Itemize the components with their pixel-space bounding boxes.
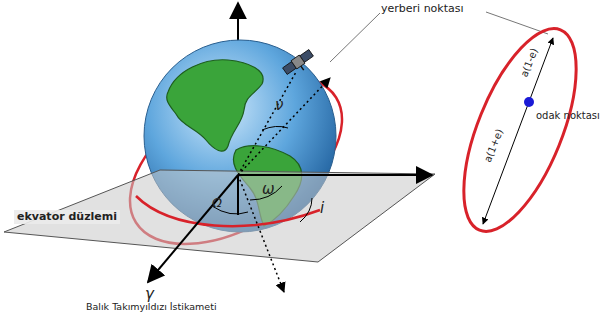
z-axis-lower: [237, 175, 239, 215]
perigee-label: yerberi noktası: [381, 3, 464, 15]
equator-plane: [4, 170, 435, 262]
distance-label: a(1-e): [518, 46, 539, 78]
direction-label: Balık Takımyıldızı İstikameti: [86, 302, 217, 312]
gamma-symbol: γ: [145, 286, 154, 303]
north-america: [167, 60, 263, 151]
orbit-front: [136, 196, 320, 226]
incl-arc: [300, 198, 312, 222]
focus-dot: [524, 97, 534, 107]
satellite-icon: [282, 49, 317, 80]
focus-label: odak noktası: [536, 110, 600, 121]
node-line: [238, 175, 284, 292]
x-axis: [238, 174, 432, 176]
inclination-symbol: i: [320, 200, 324, 217]
nu-arc: [262, 126, 288, 130]
leader-line: [330, 13, 380, 62]
node-symbol: Ω: [212, 196, 222, 210]
omega-symbol: ω: [262, 181, 275, 198]
distance-label: a(1+e): [481, 127, 504, 163]
perigee-line: [238, 78, 330, 175]
gamma-axis: [148, 175, 238, 282]
orbit-shape: [441, 14, 600, 246]
nu-symbol: ν: [275, 97, 283, 114]
plane-label: ekvator düzlemi: [14, 210, 120, 224]
leader-line: [486, 12, 548, 34]
